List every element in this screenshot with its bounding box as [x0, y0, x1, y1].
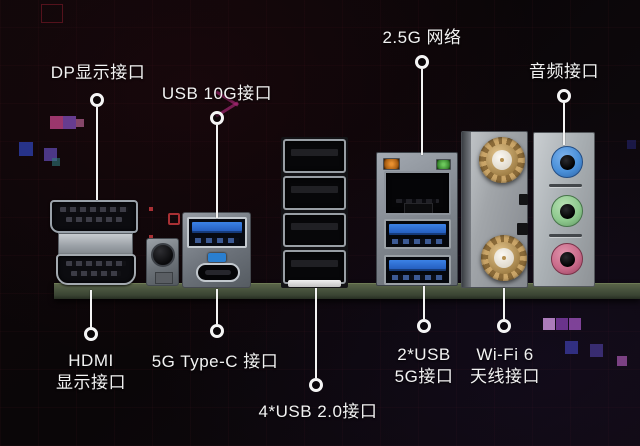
- callout-line-usb10g: [216, 125, 218, 218]
- usb2-port: [283, 176, 346, 210]
- audio-jack-mic: [551, 243, 583, 275]
- pixel-decoration: [168, 213, 180, 225]
- callout-label-hdmi: HDMI 显示接口: [56, 351, 126, 392]
- callout-line-usb2: [315, 288, 317, 378]
- pixel-decoration: [52, 158, 60, 166]
- callout-dot-usb2: [309, 378, 323, 392]
- wifi-antenna-connector: [481, 235, 527, 281]
- pixel-decoration: [63, 116, 76, 129]
- pixel-decoration: [19, 142, 33, 156]
- callout-line-typec: [216, 289, 218, 324]
- pixel-decoration: [569, 318, 581, 330]
- callout-label-usb2: 4*USB 2.0接口: [258, 402, 378, 421]
- callout-dot-usb10g: [210, 111, 224, 125]
- callout-line-dp: [96, 107, 98, 200]
- pixel-decoration: [41, 4, 63, 23]
- usb-typec-port: [196, 263, 240, 282]
- usb3-5g-port: [384, 219, 451, 249]
- callout-label-wifi: Wi-Fi 6 天线接口: [470, 345, 540, 386]
- callout-label-audio: 音频接口: [529, 62, 599, 81]
- pixel-decoration: [556, 318, 568, 330]
- callout-dot-dp: [90, 93, 104, 107]
- pixel-decoration: [76, 119, 84, 127]
- callout-dot-usb5g: [417, 319, 431, 333]
- bios-flash-button: [146, 238, 179, 286]
- callout-dot-hdmi: [84, 327, 98, 341]
- displayport-port: [50, 200, 138, 233]
- dp-hdmi-bracket: [58, 233, 133, 255]
- pixel-decoration: [627, 140, 636, 149]
- usb2-port: [283, 250, 346, 284]
- callout-dot-audio: [557, 89, 571, 103]
- pixel-decoration: [617, 356, 627, 366]
- pixel-decoration: [149, 207, 153, 211]
- usb2-port: [283, 139, 346, 173]
- wifi-antenna-bracket: [461, 131, 528, 288]
- usb2-port: [283, 213, 346, 247]
- audio-bracket: [533, 132, 595, 287]
- lan-usb3-housing: [376, 152, 458, 286]
- callout-line-usb5g: [423, 286, 425, 319]
- usb-10g-port: [187, 217, 247, 248]
- usb2-port-stack: [281, 137, 348, 288]
- audio-jack-line-in: [551, 146, 583, 178]
- callout-line-lan: [421, 69, 423, 155]
- callout-dot-typec: [210, 324, 224, 338]
- callout-label-usb10g: USB 10G接口: [161, 84, 273, 103]
- pixel-decoration: [565, 341, 578, 354]
- callout-label-lan: 2.5G 网络: [382, 28, 462, 47]
- pixel-decoration: [44, 148, 57, 161]
- callout-line-wifi: [503, 288, 505, 319]
- pixel-decoration: [149, 235, 153, 239]
- pixel-decoration: [543, 318, 555, 330]
- round-button: [151, 243, 175, 267]
- wifi-antenna-connector: [479, 137, 525, 183]
- usb3-5g-port: [384, 255, 451, 285]
- lan-led-orange: [383, 158, 400, 170]
- audio-jack-line-out: [551, 195, 583, 227]
- lan-led-green: [436, 159, 451, 170]
- pixel-decoration: [50, 116, 63, 129]
- callout-line-audio: [563, 103, 565, 145]
- callout-label-dp: DP显示接口: [50, 63, 146, 82]
- callout-dot-wifi: [497, 319, 511, 333]
- callout-dot-lan: [415, 55, 429, 69]
- ethernet-port: [384, 171, 451, 215]
- callout-line-hdmi: [90, 290, 92, 328]
- pixel-decoration: [590, 344, 603, 357]
- callout-label-typec: 5G Type-C 接口: [151, 352, 279, 371]
- usb10g-typec-housing: [182, 212, 251, 288]
- callout-label-usb5g: 2*USB 5G接口: [394, 345, 454, 386]
- hdmi-port: [56, 254, 136, 285]
